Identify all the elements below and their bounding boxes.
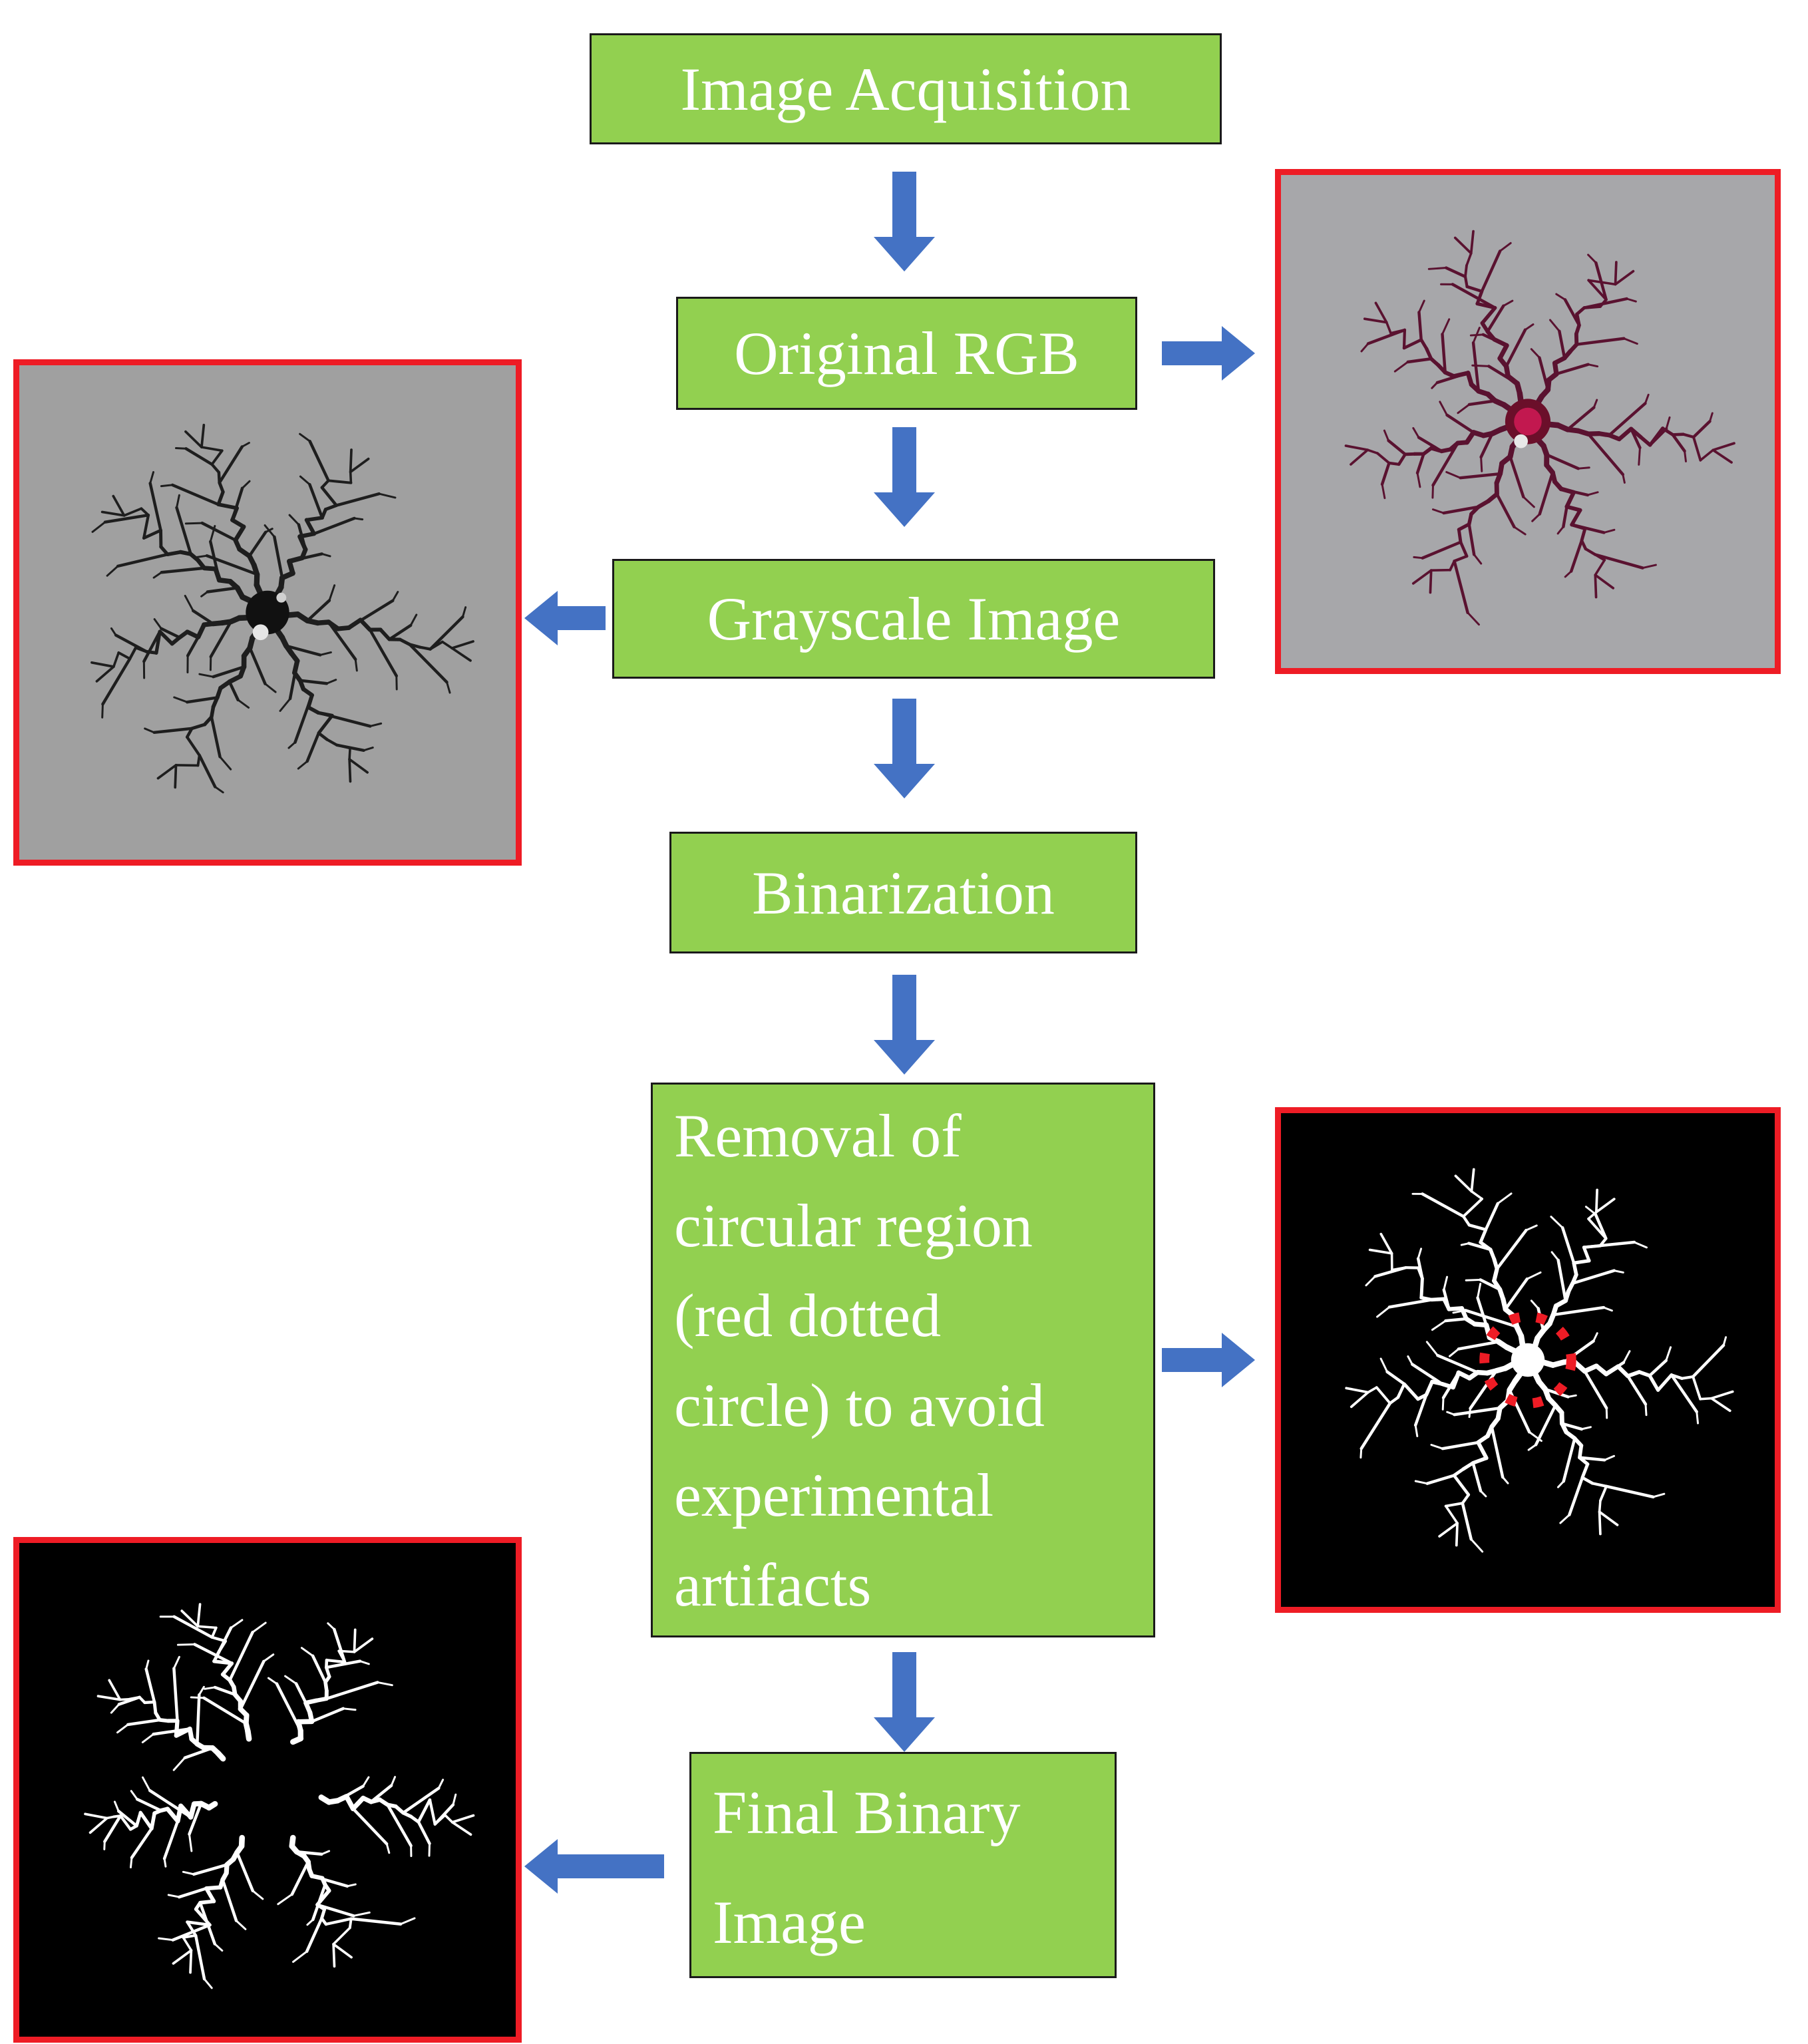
right-arrow-icon [1162, 1333, 1255, 1387]
step-grayscale-image: Grayscale Image [612, 559, 1215, 679]
down-arrow-icon [874, 1652, 935, 1752]
final-line-1: Final Binary [713, 1779, 1021, 1846]
final-binary-image [13, 1537, 522, 2043]
down-arrow-icon [874, 975, 935, 1075]
step-image-acquisition: Image Acquisition [590, 33, 1222, 144]
step-final-binary-image: Final Binary Image [689, 1752, 1117, 1978]
removal-line-2: circular region [674, 1192, 1033, 1260]
step-binarization-label: Binarization [752, 858, 1055, 927]
down-arrow-icon [874, 427, 935, 527]
final-line-2: Image [713, 1888, 866, 1956]
crack-pattern-grayscale [90, 423, 474, 794]
red-dotted-circle [1479, 1311, 1576, 1409]
step-original-rgb: Original RGB [676, 297, 1137, 410]
grayscale-image [13, 359, 522, 866]
left-arrow-icon [524, 591, 606, 645]
right-arrow-icon [1162, 326, 1255, 381]
removal-line-6: artifacts [674, 1551, 872, 1619]
removal-line-4: circle) to avoid [674, 1371, 1045, 1439]
removal-line-1: Removal of [674, 1102, 962, 1170]
crack-pattern-binary-marked [1345, 1168, 1734, 1553]
removal-line-5: experimental [674, 1461, 994, 1529]
down-arrow-icon [874, 172, 935, 271]
crack-pattern-rgb [1344, 230, 1735, 626]
crack-pattern-binary-final [84, 1603, 475, 1989]
removal-line-3: (red dotted [674, 1281, 942, 1349]
step-binarization: Binarization [669, 832, 1137, 953]
down-arrow-icon [874, 699, 935, 798]
removal-binary-image [1275, 1107, 1781, 1613]
left-arrow-icon [524, 1839, 664, 1894]
step-original-rgb-label: Original RGB [734, 319, 1079, 387]
original-rgb-image [1275, 169, 1781, 674]
step-removal-circular-region: Removal of circular region (red dotted c… [651, 1083, 1155, 1637]
step-grayscale-image-label: Grayscale Image [707, 585, 1121, 653]
step-image-acquisition-label: Image Acquisition [680, 55, 1131, 123]
